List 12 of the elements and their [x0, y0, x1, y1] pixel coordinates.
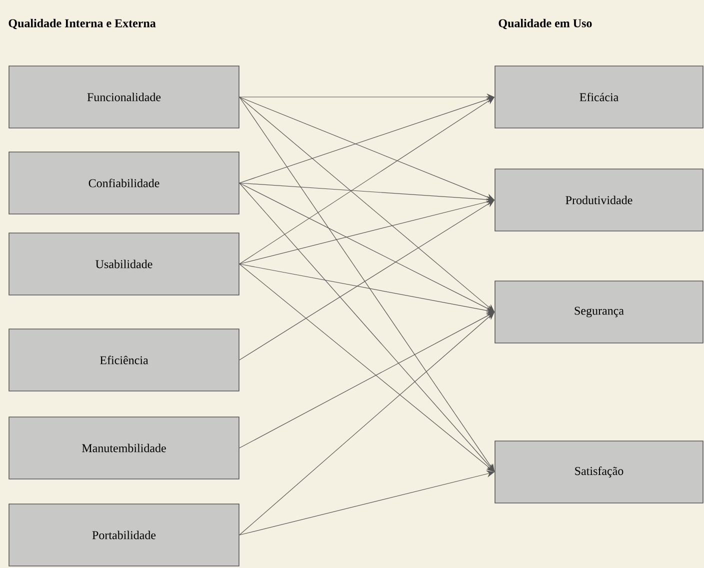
quality-box: Produtividade [494, 168, 704, 232]
group-heading: Qualidade Interna e Externa [8, 18, 156, 30]
quality-box: Usabilidade [8, 232, 240, 296]
quality-box: Portabilidade [8, 504, 240, 566]
quality-box: Eficiência [8, 328, 240, 392]
quality-box: Eficácia [494, 66, 704, 128]
quality-box: Manutembilidade [8, 416, 240, 480]
group-heading: Qualidade em Uso [498, 18, 592, 30]
quality-box: Satisfação [494, 440, 704, 504]
quality-box: Funcionalidade [8, 66, 240, 128]
quality-box: Confiabilidade [8, 152, 240, 214]
quality-box: Segurança [494, 280, 704, 344]
